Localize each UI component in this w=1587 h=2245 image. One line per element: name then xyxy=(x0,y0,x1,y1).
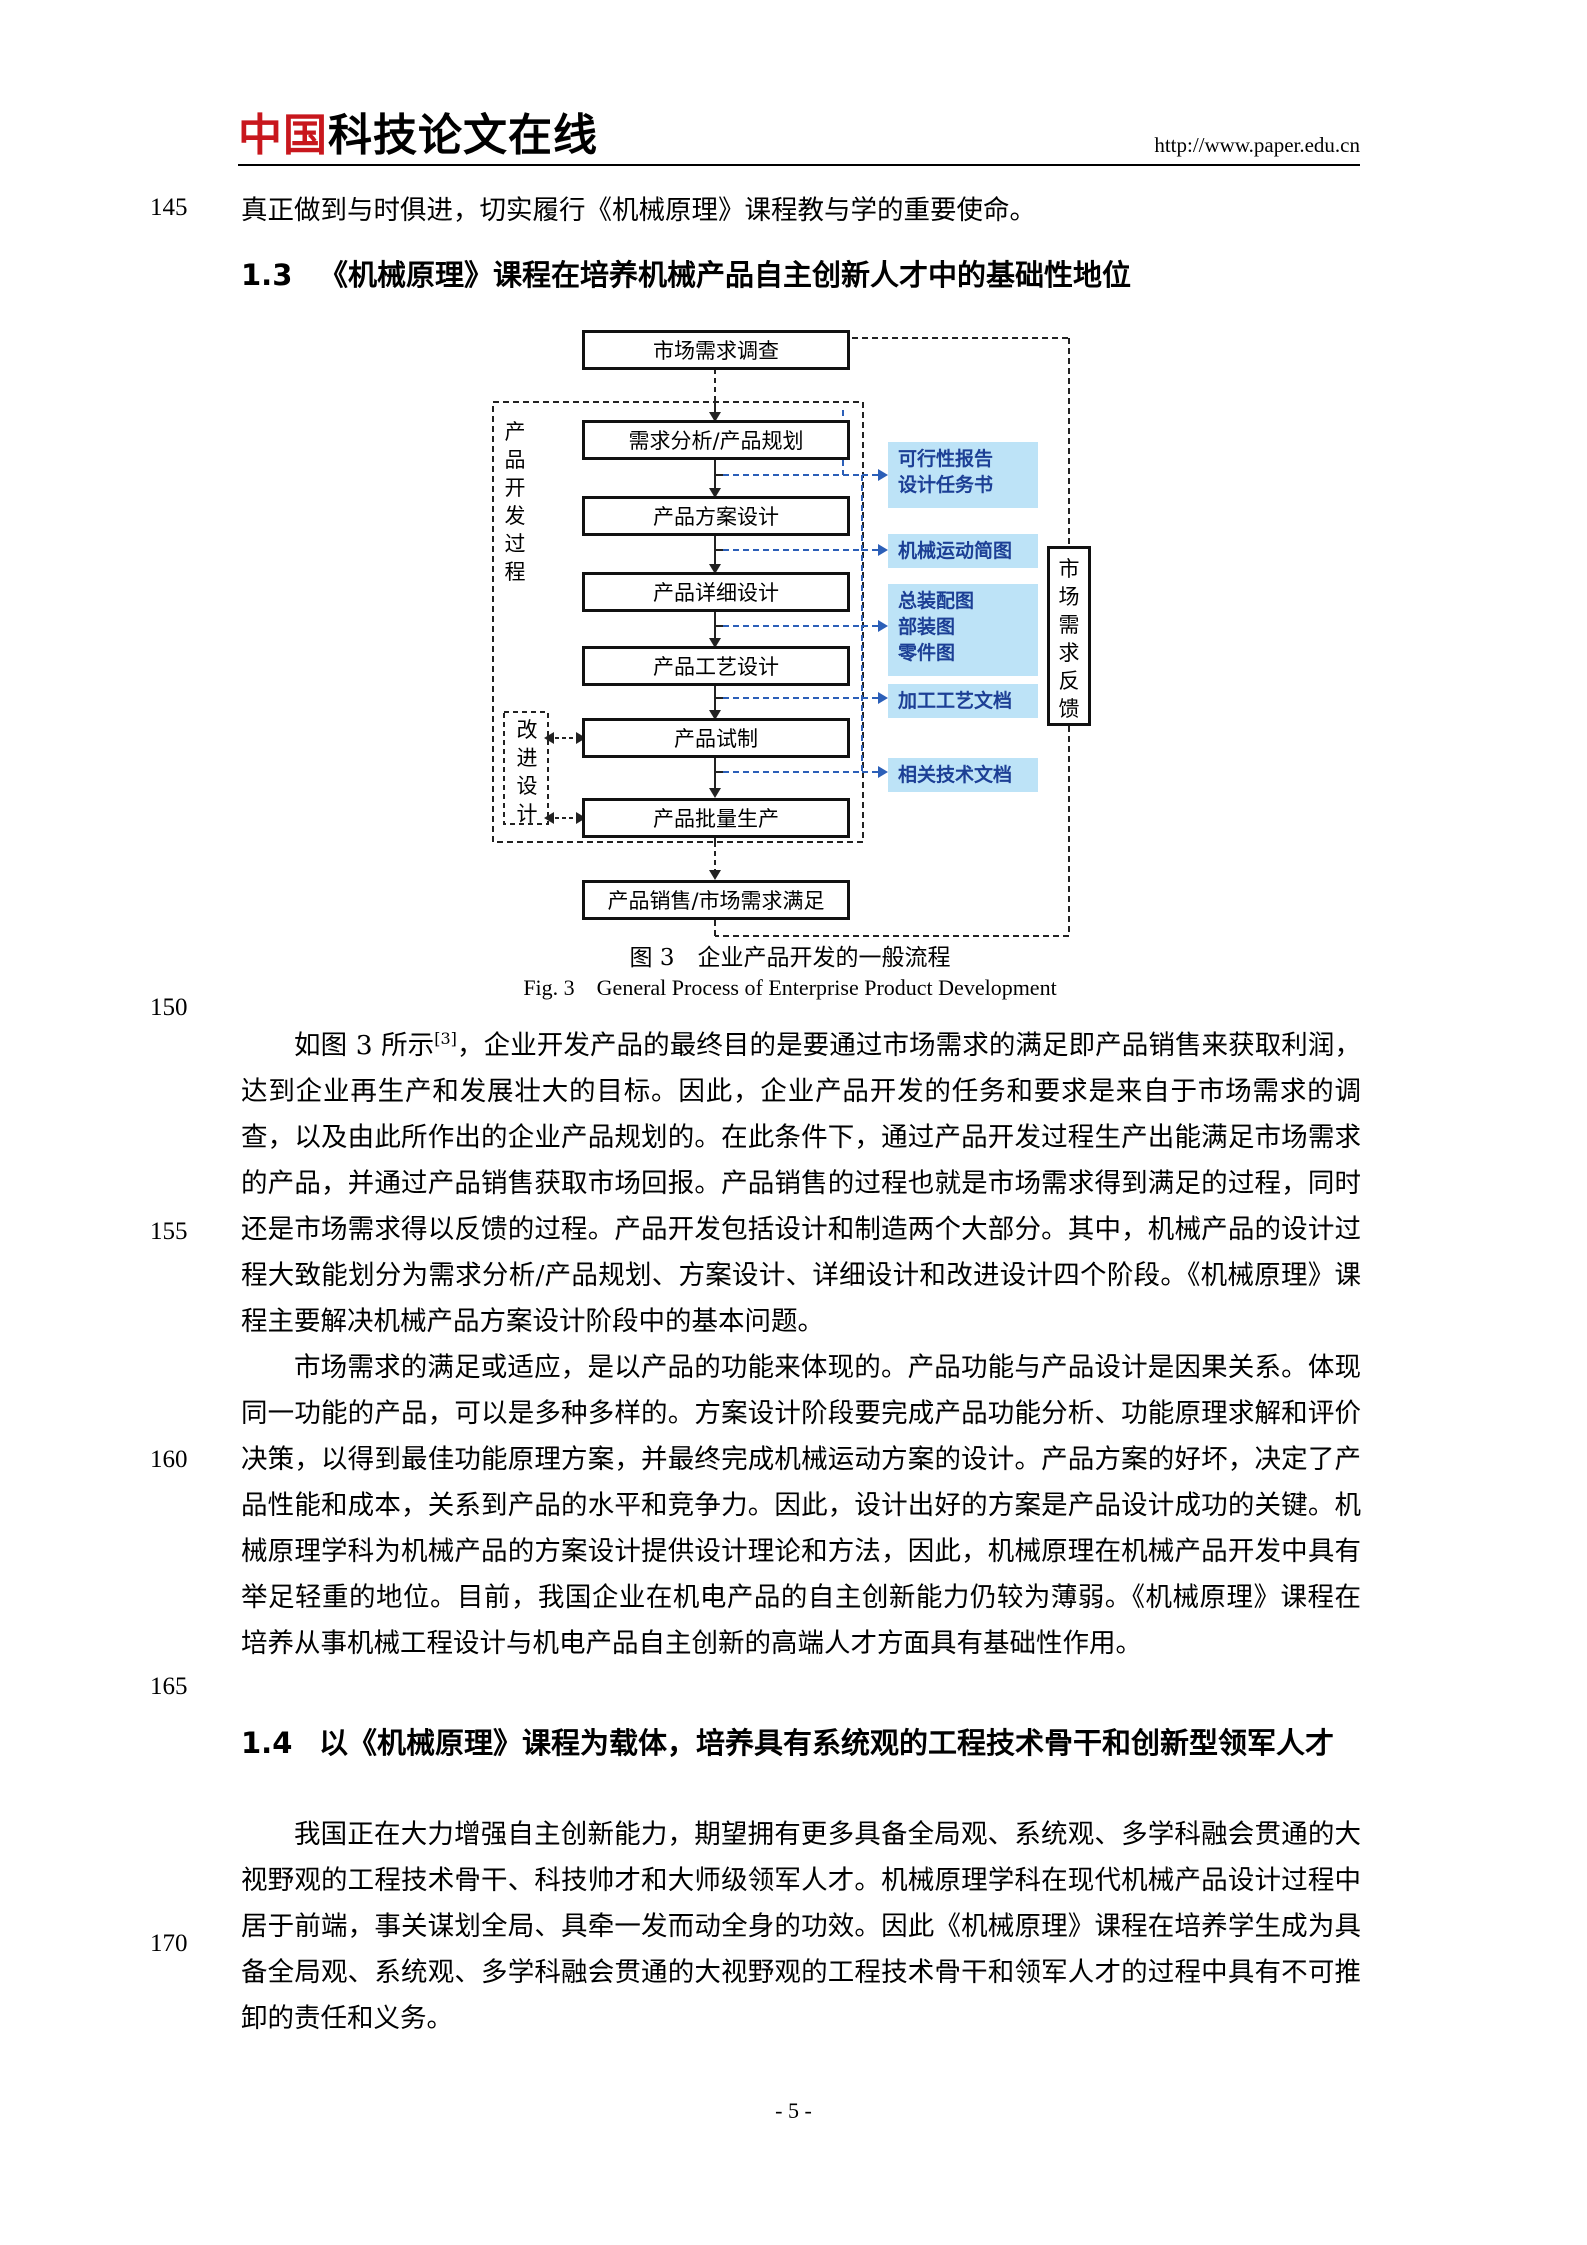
paragraph-text: ，企业开发产品的最终目的是要通过市场需求的满足即产品销售来获取利润，达到企业再生… xyxy=(241,1029,1361,1337)
page-number: - 5 - xyxy=(775,2098,812,2123)
step-process-design: 产品工艺设计 xyxy=(582,646,850,686)
doc-assembly-drawings: 总装配图 部装图 零件图 xyxy=(888,584,1038,676)
body-text-a: 如图 3 所示[3]，企业开发产品的最终目的是要通过市场需求的满足即产品销售来获… xyxy=(241,1016,1361,1667)
line-number: 165 xyxy=(150,1673,188,1700)
line-number: 155 xyxy=(150,1218,188,1245)
doc-feasibility-report: 可行性报告 设计任务书 xyxy=(888,442,1038,508)
doc-technical-documents: 相关技术文档 xyxy=(888,758,1038,792)
site-logo: 中国科技论文在线 xyxy=(238,112,598,160)
figure-3-flowchart: 市场需求调查 需求分析/产品规划 产品方案设计 产品详细设计 产品工艺设计 产品… xyxy=(490,312,1091,952)
step-sales: 产品销售/市场需求满足 xyxy=(582,880,850,920)
figure-caption-cn: 图 3 企业产品开发的一般流程 xyxy=(629,945,951,971)
paragraph: 市场需求的满足或适应，是以产品的功能来体现的。产品功能与产品设计是因果关系。体现… xyxy=(241,1351,1361,1659)
body-text-top: 真正做到与时俱进，切实履行《机械原理》课程教与学的重要使命。 xyxy=(241,188,1361,234)
paragraph: 我国正在大力增强自主创新能力，期望拥有更多具备全局观、系统观、多学科融会贯通的大… xyxy=(241,1819,1361,2034)
step-scheme-design: 产品方案设计 xyxy=(582,496,850,536)
doc-process-documents: 加工工艺文档 xyxy=(888,684,1038,718)
section-title: 以《机械原理》课程为载体，培养具有系统观的工程技术骨干和创新型领军人才 xyxy=(319,1726,1335,1760)
doc-kinematic-sketch: 机械运动简图 xyxy=(888,534,1038,568)
site-url[interactable]: http://www.paper.edu.cn xyxy=(1154,133,1360,157)
improve-design-label: 改进设计 xyxy=(516,718,538,826)
process-label: 产品开发过程 xyxy=(504,420,526,584)
step-detail-design: 产品详细设计 xyxy=(582,572,850,612)
market-feedback-box: 市场需求反馈 xyxy=(1047,546,1091,726)
step-market-survey: 市场需求调查 xyxy=(582,330,850,370)
step-demand-analysis: 需求分析/产品规划 xyxy=(582,420,850,460)
step-mass-production: 产品批量生产 xyxy=(582,798,850,838)
doc-line: 部装图 xyxy=(898,616,956,638)
doc-line: 零件图 xyxy=(898,642,956,664)
doc-line: 相关技术文档 xyxy=(898,764,1013,786)
paragraph-text: 如图 3 所示 xyxy=(294,1029,435,1061)
doc-line: 设计任务书 xyxy=(898,474,994,496)
section-number: 1.3 xyxy=(241,258,293,292)
step-trial-production: 产品试制 xyxy=(582,718,850,758)
paragraph: 如图 3 所示[3]，企业开发产品的最终目的是要通过市场需求的满足即产品销售来获… xyxy=(241,1016,1361,1345)
section-number: 1.4 xyxy=(241,1726,293,1760)
page-header: 中国科技论文在线 http://www.paper.edu.cn xyxy=(238,112,1360,166)
citation-ref[interactable]: [3] xyxy=(434,1029,457,1048)
line-number: 160 xyxy=(150,1446,188,1473)
line-number: 145 xyxy=(150,194,188,221)
logo-red-part: 中国 xyxy=(238,110,328,161)
figure-caption-en: Fig. 3 General Process of Enterprise Pro… xyxy=(523,975,1057,1000)
body-text-b: 我国正在大力增强自主创新能力，期望拥有更多具备全局观、系统观、多学科融会贯通的大… xyxy=(241,1812,1361,2042)
section-title: 《机械原理》课程在培养机械产品自主创新人才中的基础性地位 xyxy=(319,258,1132,292)
section-heading-1-3: 1.3 《机械原理》课程在培养机械产品自主创新人才中的基础性地位 xyxy=(241,254,1361,296)
logo-black-part: 科技论文在线 xyxy=(328,110,598,161)
doc-line: 加工工艺文档 xyxy=(898,690,1013,712)
doc-line: 可行性报告 xyxy=(898,448,994,470)
doc-line: 总装配图 xyxy=(898,590,975,612)
doc-line: 机械运动简图 xyxy=(898,540,1013,562)
line-number: 150 xyxy=(150,994,188,1021)
section-heading-1-4: 1.4 以《机械原理》课程为载体，培养具有系统观的工程技术骨干和创新型领军人才 xyxy=(241,1722,1361,1764)
line-number: 170 xyxy=(150,1930,188,1957)
paragraph: 真正做到与时俱进，切实履行《机械原理》课程教与学的重要使命。 xyxy=(241,195,1036,226)
